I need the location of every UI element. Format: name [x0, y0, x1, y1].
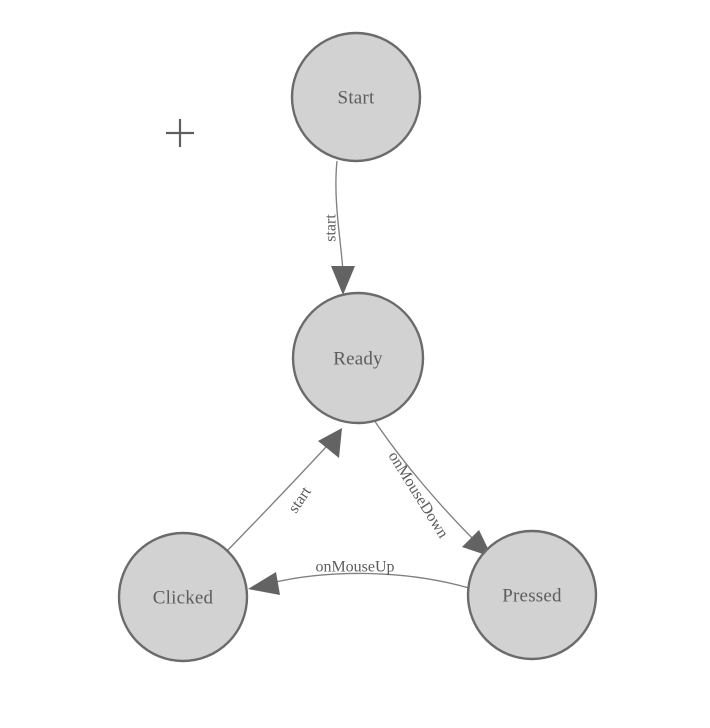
edge-ready-to-pressed-arrowhead	[462, 530, 492, 557]
node-start-circle[interactable]	[290, 31, 422, 163]
edge-start-to-ready-path	[335, 160, 344, 273]
crosshair-cursor-icon	[166, 119, 194, 147]
node-start[interactable]: Start	[290, 31, 422, 163]
node-pressed-circle[interactable]	[466, 529, 598, 661]
node-ready-label: Ready	[333, 349, 383, 370]
node-clicked[interactable]: Clicked	[117, 531, 249, 663]
node-pressed[interactable]: Pressed	[466, 529, 598, 661]
node-clicked-circle[interactable]	[117, 531, 249, 663]
edge-clicked-to-ready[interactable]: start	[225, 428, 342, 553]
node-clicked-label: Clicked	[153, 588, 214, 609]
edge-start-to-ready[interactable]: start	[323, 160, 356, 295]
edge-pressed-to-clicked-label: onMouseUp	[315, 559, 394, 576]
edge-ready-to-pressed-path	[373, 419, 476, 542]
edge-pressed-to-clicked-arrowhead	[248, 572, 280, 595]
edge-pressed-to-clicked-path	[270, 572, 470, 589]
node-pressed-label: Pressed	[502, 586, 562, 607]
edge-ready-to-pressed-label: onMouseDown	[385, 449, 452, 542]
edge-start-to-ready-label: start	[323, 214, 340, 242]
node-ready-circle[interactable]	[291, 291, 425, 425]
node-start-label: Start	[338, 88, 375, 109]
edge-pressed-to-clicked[interactable]: onMouseUp	[248, 559, 470, 596]
edge-ready-to-pressed[interactable]: onMouseDown	[373, 419, 492, 557]
edge-start-to-ready-arrowhead	[331, 266, 355, 295]
edge-clicked-to-ready-arrowhead	[318, 428, 342, 458]
edge-clicked-to-ready-path	[225, 446, 327, 553]
node-ready[interactable]: Ready	[291, 291, 425, 425]
edge-clicked-to-ready-label: start	[285, 483, 315, 516]
